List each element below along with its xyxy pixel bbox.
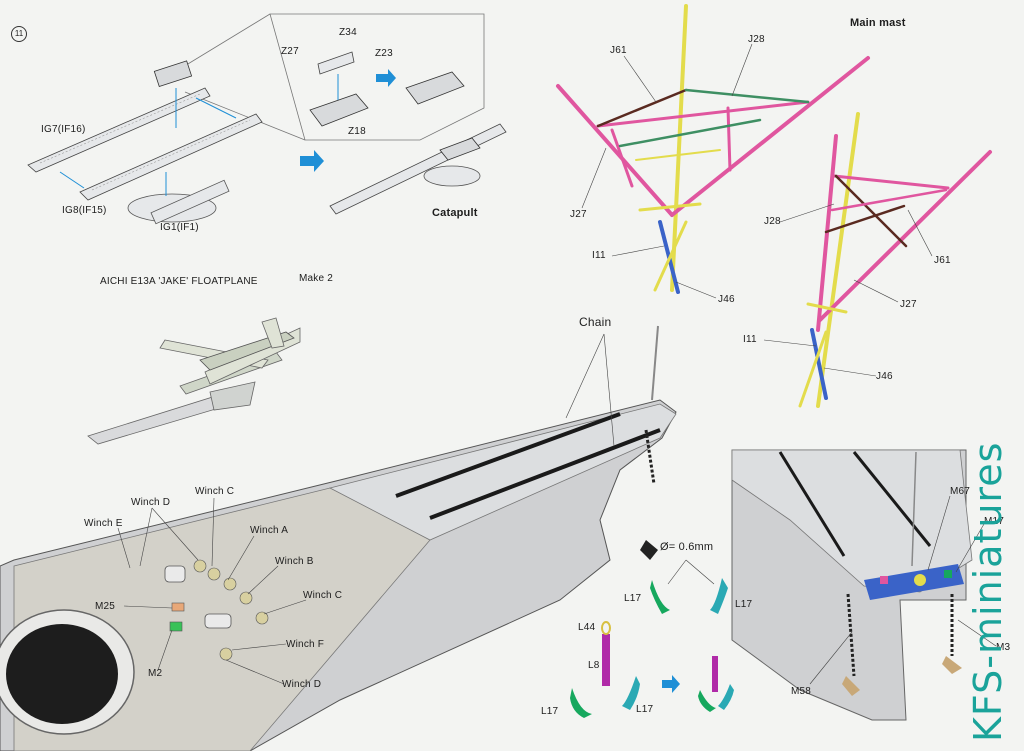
part-label-ig8: IG8(IF15) — [62, 205, 107, 216]
closeup-label-m58: M58 — [791, 686, 812, 697]
floatplane-quantity: Make 2 — [299, 273, 333, 284]
mast-right-j27: J27 — [900, 299, 917, 310]
winch-label-c-top: Winch C — [195, 486, 235, 497]
mast-right-j46: J46 — [876, 371, 893, 382]
part-label-z34: Z34 — [339, 27, 357, 38]
step-number: 11 — [11, 26, 27, 42]
winch-label-c-bottom: Winch C — [303, 590, 343, 601]
anchor-label-l17-a: L17 — [624, 593, 642, 604]
anchor-label-l8: L8 — [588, 660, 600, 671]
winch-label-a: Winch A — [250, 525, 289, 536]
winch-label-d-bottom: Winch D — [282, 679, 322, 690]
part-label-ig7: IG7(IF16) — [41, 124, 86, 135]
anchor-label-l17-d: L17 — [636, 704, 654, 715]
floatplane-drawing — [87, 317, 301, 445]
bow-hull — [0, 325, 677, 751]
closeup-label-m3: M3 — [996, 642, 1011, 653]
anchor-label-l44: L44 — [578, 622, 596, 633]
closeup-label-m17: M17 — [984, 516, 1005, 527]
winch-label-f: Winch F — [286, 639, 325, 650]
mast-right-j28: J28 — [764, 216, 781, 227]
mast-left-j61: J61 — [610, 45, 627, 56]
anchor-label-l17-c: L17 — [541, 706, 559, 717]
main-mast-left — [556, 4, 870, 294]
mast-left-j46: J46 — [718, 294, 735, 305]
drill-diameter-note: Ø= 0.6mm — [644, 541, 713, 553]
chain-label: Chain — [579, 315, 612, 329]
winch-label-d-top: Winch D — [131, 497, 171, 508]
winch-label-b: Winch B — [275, 556, 314, 567]
mast-left-j27: J27 — [570, 209, 587, 220]
anchor-detail — [570, 540, 734, 718]
mast-left-j28: J28 — [748, 34, 765, 45]
floatplane-title: AICHI E13A 'JAKE' FLOATPLANE — [100, 276, 258, 287]
mast-right-i11: I11 — [743, 334, 757, 345]
part-label-m2: M2 — [148, 668, 163, 679]
catapult-assembly — [27, 13, 507, 225]
diameter-text: Ø= 0.6mm — [660, 541, 714, 553]
part-label-z18: Z18 — [348, 126, 366, 137]
closeup-label-m67: M67 — [950, 486, 971, 497]
mast-left-i11: I11 — [592, 250, 606, 261]
main-mast-right — [798, 112, 992, 408]
mast-right-j61: J61 — [934, 255, 951, 266]
bow-closeup — [731, 449, 997, 721]
part-label-ig1: IG1(IF1) — [160, 222, 199, 233]
part-label-z27: Z27 — [281, 46, 299, 57]
mast-leader-lines — [581, 43, 933, 377]
anchor-label-l17-b: L17 — [735, 599, 753, 610]
watermark: KFS-miniatures — [966, 441, 1010, 742]
winch-label-e: Winch E — [84, 518, 123, 529]
catapult-title: Catapult — [432, 207, 478, 219]
part-label-m25: M25 — [95, 601, 116, 612]
main-mast-title: Main mast — [850, 17, 906, 29]
part-label-z23: Z23 — [375, 48, 393, 59]
